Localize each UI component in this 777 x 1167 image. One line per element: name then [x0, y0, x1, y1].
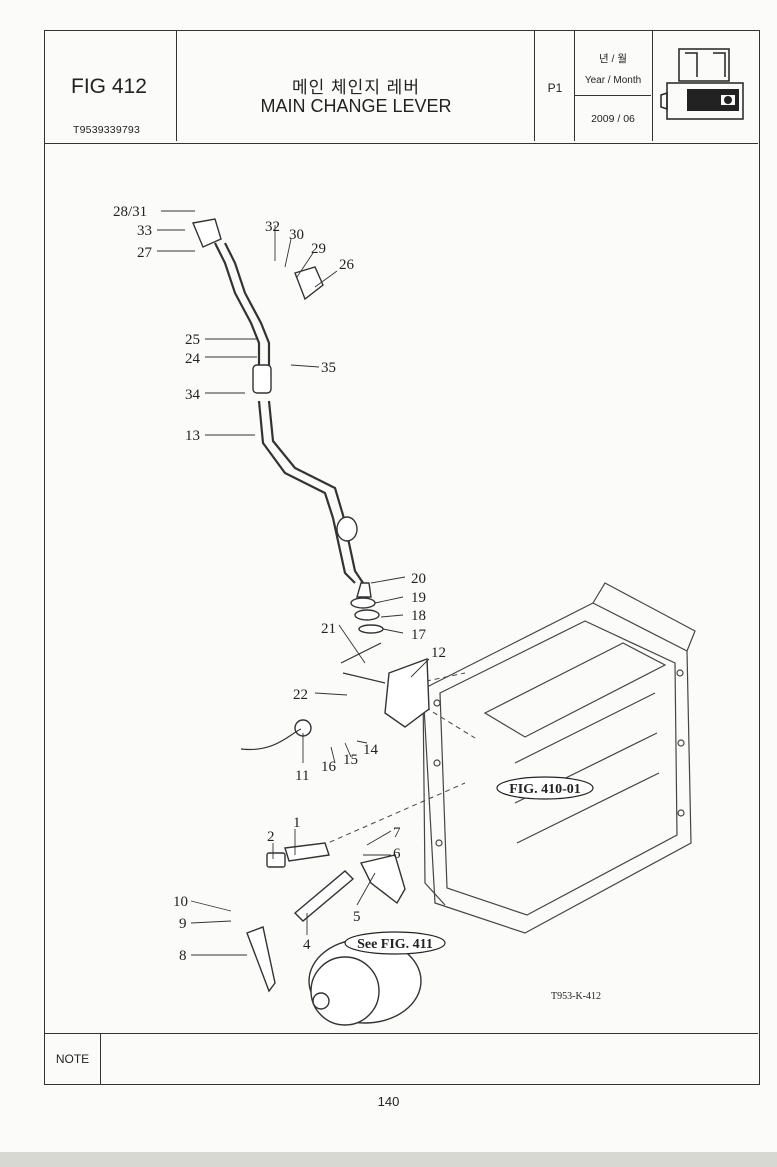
callout-11: 11 — [295, 768, 309, 784]
date-heading-korean: 년 / 월 — [598, 53, 628, 65]
page-cell: P1 — [535, 31, 575, 141]
callout-leaders — [157, 210, 430, 956]
callout-22: 22 — [293, 687, 308, 703]
callout-2: 2 — [267, 829, 275, 845]
callout-33: 33 — [137, 223, 152, 239]
callout-17: 17 — [411, 627, 427, 643]
fig-cell: FIG 412 T9539339793 — [45, 31, 177, 141]
callout-6: 6 — [393, 846, 401, 862]
page-number: 140 — [377, 1094, 400, 1109]
callout-25: 25 — [185, 332, 200, 348]
fig-411-reference[interactable]: See FIG. 411 — [357, 937, 433, 952]
scan-edge — [0, 1152, 777, 1167]
tractor-icon — [660, 48, 744, 120]
callout-20: 20 — [411, 571, 426, 587]
lever-knob — [192, 218, 430, 1026]
callout-18: 18 — [411, 608, 426, 624]
date-cell: 년 / 월 Year / Month 2009 / 06 — [575, 31, 653, 141]
drawing-code: T953-K-412 — [551, 991, 601, 1002]
callout-7: 7 — [393, 825, 401, 841]
date-divider — [575, 95, 651, 96]
callout-32: 32 — [265, 219, 280, 235]
fig-number: FIG 412 — [71, 75, 147, 98]
callout-12: 12 — [431, 645, 446, 661]
callout-9: 9 — [179, 916, 187, 932]
fig-411-oval — [344, 931, 446, 955]
callout-19: 19 — [411, 590, 426, 606]
callout-34: 34 — [185, 387, 201, 403]
callout-28-31: 28/31 — [113, 204, 147, 220]
title-korean: 메인 체인지 레버 — [292, 78, 420, 97]
date-heading-english: Year / Month — [584, 75, 642, 86]
callout-5: 5 — [353, 909, 361, 925]
page-label: P1 — [547, 81, 563, 95]
note-row: NOTE — [45, 1033, 758, 1084]
callout-13: 13 — [185, 428, 200, 444]
fig-410-oval — [496, 776, 594, 800]
note-label: NOTE — [45, 1034, 101, 1084]
fig-410-reference[interactable]: FIG. 410-01 — [509, 782, 581, 797]
callout-30: 30 — [289, 227, 304, 243]
callout-26: 26 — [339, 257, 355, 273]
date-value: 2009 / 06 — [591, 113, 635, 125]
title-cell: 메인 체인지 레버 MAIN CHANGE LEVER — [177, 31, 535, 141]
title-english: MAIN CHANGE LEVER — [260, 96, 452, 116]
change-lever — [214, 242, 364, 584]
fig-code: T9539339793 — [73, 124, 141, 136]
transmission-housing — [422, 582, 696, 934]
callout-27: 27 — [137, 245, 153, 261]
callout-10: 10 — [173, 894, 188, 910]
callout-16: 16 — [321, 759, 337, 775]
callout-15: 15 — [343, 752, 358, 768]
callout-14: 14 — [363, 742, 379, 758]
callout-24: 24 — [185, 351, 201, 367]
callout-1: 1 — [293, 815, 301, 831]
callout-29: 29 — [311, 241, 326, 257]
catalog-page: FIG 412 T9539339793 메인 체인지 레버 MAIN CHANG… — [44, 30, 760, 1085]
page-header: FIG 412 T9539339793 메인 체인지 레버 MAIN CHANG… — [45, 31, 758, 144]
callout-35: 35 — [321, 360, 336, 376]
callout-8: 8 — [179, 948, 187, 964]
callout-21: 21 — [321, 621, 336, 637]
callout-4: 4 — [303, 937, 311, 953]
exploded-parts-diagram: 28/31 33 27 32 30 29 26 25 24 35 34 13 2… — [113, 204, 696, 1026]
